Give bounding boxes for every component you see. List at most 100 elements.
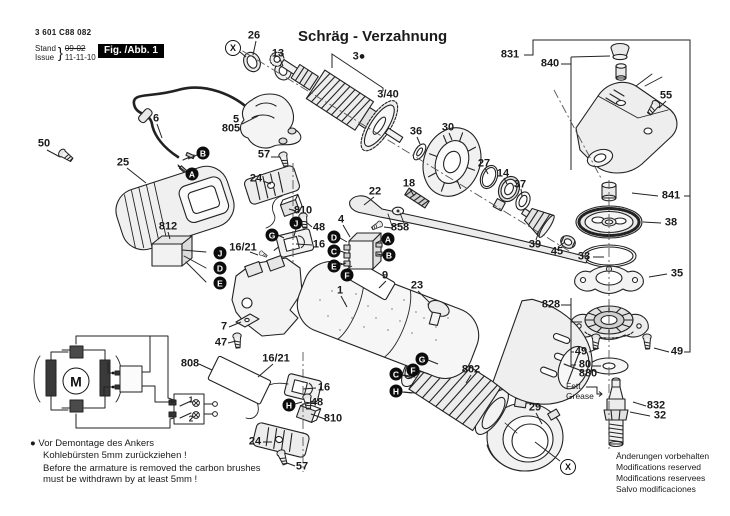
part-callout-50-0: 50 (37, 137, 51, 150)
pinion-39-drawing (521, 207, 555, 238)
part-callout-36-9: 36 (409, 125, 423, 138)
latch-23-drawing (427, 299, 450, 326)
key-letter-G-5: G (265, 228, 279, 242)
part-callout-13-6: 13 (271, 47, 285, 60)
part-callout-810-18: 810 (293, 204, 313, 217)
part-callout-24-37: 24 (248, 435, 262, 448)
grease-label-en: Grease (566, 391, 594, 401)
part-callout-80-51: 80 (578, 358, 592, 371)
part-callout-841-44: 841 (661, 189, 681, 202)
key-letter-B-0: B (196, 146, 210, 160)
part-callout-37-13: 37 (513, 178, 527, 191)
issue-date-old: 09-02 (64, 44, 86, 53)
key-letter-F-15: F (406, 363, 420, 377)
part-callout-45-15: 45 (550, 245, 564, 258)
key-letter-F-10: F (340, 268, 354, 282)
key-letter-E-9: E (327, 259, 341, 273)
diagram-title: Schräg - Verzahnung (298, 28, 448, 45)
part-callout-48-19: 48 (312, 221, 326, 234)
part-callout-831-41: 831 (500, 48, 520, 61)
key-letter-A-1: A (185, 167, 199, 181)
legal-line-1: Änderungen vorbehalten (616, 451, 710, 461)
flange-plate-35-drawing (574, 265, 644, 295)
legal-line-3: Modifications reservees (616, 473, 706, 483)
lever-22-drawing (349, 195, 589, 264)
part-callout-38-45: 38 (664, 216, 678, 229)
oring-27-drawing (479, 164, 499, 190)
part-callout-48-35: 48 (310, 396, 324, 409)
part-callout-49-49: 49 (574, 345, 588, 358)
part-callout-3-7: 3● (352, 50, 366, 63)
brush-set-upper-drawing (244, 165, 315, 258)
nut-45-drawing (560, 235, 576, 249)
part-callout-5-3: 5 (232, 113, 240, 126)
part-callout-805-4: 805 (221, 122, 241, 135)
washer-80-drawing (589, 357, 629, 375)
part-callout-9-27: 9 (381, 269, 389, 282)
part-callout-840-42: 840 (540, 57, 560, 70)
part-callout-49-50: 49 (670, 345, 684, 358)
connector-4-drawing (343, 232, 383, 270)
clip-7-drawing (235, 313, 260, 328)
issue-date-new: 11-11-10 (64, 53, 96, 62)
part-callout-18-24: 18 (402, 177, 416, 190)
washer-37-drawing (515, 191, 531, 211)
part-callout-340-8: 3/40 (377, 88, 399, 101)
part-callout-14-12: 14 (496, 167, 510, 180)
part-callout-1621-33: 16/21 (262, 352, 290, 365)
part-callout-23-28: 23 (410, 279, 424, 292)
key-letter-D-3: D (213, 261, 227, 275)
key-letter-M-20: M (62, 367, 90, 395)
part-callout-55-43: 55 (659, 89, 673, 102)
leader-lines (46, 39, 691, 467)
part-callout-832-53: 832 (646, 399, 666, 412)
part-callout-858-25: 858 (390, 221, 410, 234)
part-callout-39-14: 39 (528, 238, 542, 251)
warning-line-en-1: Before the armature is removed the carbo… (43, 463, 261, 474)
key-letter-G-14: G (415, 352, 429, 366)
key-letter-X-18: X (225, 40, 241, 56)
key-letter-C-16: C (389, 367, 403, 381)
key-letter-A-11: A (381, 232, 395, 246)
warning-line-de-2: Kohlebürsten 5mm zurückziehen ! (43, 450, 187, 461)
key-letter-B-12: B (382, 248, 396, 262)
part-callout-29-40: 29 (528, 401, 542, 414)
wiring-schematic-drawing (33, 335, 218, 429)
spindle-32-drawing (603, 377, 629, 448)
key-letter-J-2: J (213, 246, 227, 260)
part-callout-35-47: 35 (670, 267, 684, 280)
part-callout-33-46: 33 (577, 250, 591, 263)
warning-line-en-2: must be withdrawn by at least 5mm ! (43, 474, 198, 485)
part-callout-808-32: 808 (180, 357, 200, 370)
key-letter-J-6: J (289, 216, 303, 230)
center-lines (227, 41, 610, 472)
part-callout-30-10: 30 (441, 121, 455, 134)
switch-terminal-2: 2 (188, 414, 194, 424)
stand-label: Stand (35, 44, 56, 53)
grease-label-de: Fett (566, 381, 581, 391)
part-callout-32-54: 32 (653, 409, 667, 422)
armature-drawing (269, 51, 427, 161)
nameplate-808-drawing (207, 355, 272, 405)
part-callout-802-39: 802 (461, 363, 481, 376)
legal-line-2: Modifications reserved (616, 462, 702, 472)
switch-812-drawing (151, 235, 207, 283)
switch-terminal-1: 1 (188, 395, 194, 405)
part-callout-7-30: 7 (220, 320, 228, 333)
ring-26-drawing (243, 51, 261, 73)
part-callout-25-1: 25 (116, 156, 130, 169)
motor-cover-25-drawing (115, 165, 235, 251)
part-callout-812-22: 812 (158, 220, 178, 233)
plug-drawing (239, 93, 302, 149)
key-block-drawing (492, 198, 506, 212)
part-callout-6-2: 6 (152, 112, 160, 125)
part-callout-16-34: 16 (317, 381, 331, 394)
part-callout-1-29: 1 (336, 284, 344, 297)
part-callout-24-17: 24 (249, 172, 263, 185)
part-callout-810-36: 810 (323, 412, 343, 425)
part-callout-1621-21: 16/21 (229, 241, 257, 254)
part-callout-47-31: 47 (214, 336, 228, 349)
legal-line-4: Salvo modificaciones (616, 484, 696, 494)
part-callout-16-20: 16 (312, 238, 326, 251)
